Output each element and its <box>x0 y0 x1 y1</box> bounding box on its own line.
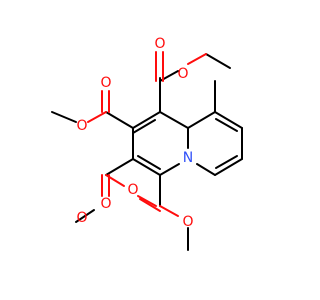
bond <box>205 53 231 69</box>
bond <box>132 111 161 129</box>
bond <box>137 195 157 207</box>
atom-label-oxygen: O <box>182 214 193 230</box>
atom-label-oxygen: O <box>76 118 87 134</box>
bond <box>196 163 216 176</box>
bond <box>75 209 95 223</box>
bond <box>159 205 179 217</box>
bond <box>132 158 161 176</box>
bond <box>215 118 238 132</box>
bonds <box>51 51 243 251</box>
bond <box>105 111 134 129</box>
bond <box>214 158 243 176</box>
bond <box>215 155 238 169</box>
bond <box>87 111 107 123</box>
bond <box>159 111 189 129</box>
bond <box>51 111 77 123</box>
atom-labels: O O O O O O O O N <box>76 36 193 230</box>
background <box>0 0 300 300</box>
atom-label-oxygen: O <box>154 36 165 52</box>
molecule-structure: O O O O O O O O N <box>0 0 300 300</box>
atom-label-oxygen: O <box>127 182 138 198</box>
bond <box>132 119 156 134</box>
atom-label-oxygen: O <box>177 66 188 82</box>
bond <box>214 111 243 129</box>
bond <box>137 155 161 170</box>
bond <box>187 53 207 65</box>
bond <box>159 163 180 176</box>
bond <box>105 158 134 176</box>
atom-label-oxygen: O <box>100 196 111 212</box>
bond <box>139 198 161 212</box>
bond <box>187 111 216 129</box>
atom-label-oxygen: O <box>76 210 87 226</box>
atom-label-nitrogen: N <box>183 150 193 166</box>
atom-label-oxygen: O <box>100 75 111 91</box>
